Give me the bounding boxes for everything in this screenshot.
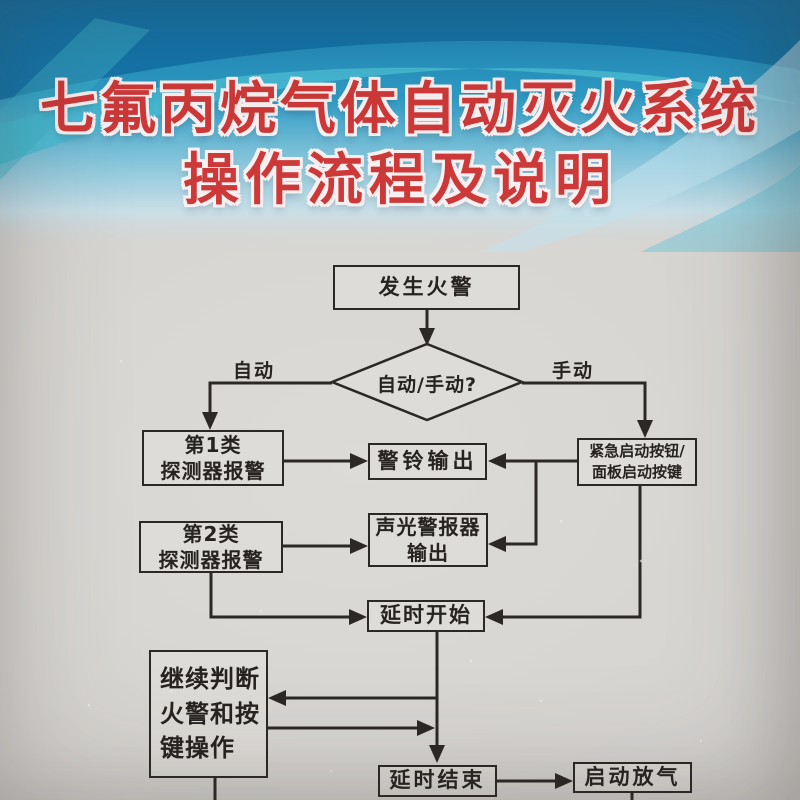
node-delay-start-label: 延时开始 [380, 603, 472, 628]
node-detector-type2-label: 第2类 探测器报警 [158, 521, 264, 572]
connector-continue-to-loop [268, 720, 435, 736]
header-cyan-wave [0, 67, 800, 165]
header-left-streak [0, 18, 150, 180]
node-emergency-start-button-label: 紧急启动按钮/ 面板启动按键 [589, 442, 685, 481]
connector-decision-to-emergency [522, 381, 653, 438]
node-continue-judge: 继续判断 火警和按 键操作 [149, 650, 268, 778]
node-decision-label: 自动/手动? [377, 374, 477, 396]
connector-emergency-to-sound [488, 461, 538, 552]
node-alarm-bell-output: 警铃输出 [368, 443, 487, 480]
node-detector-type1-label: 第1类 探测器报警 [160, 432, 266, 483]
connector-fire-to-decision [419, 310, 435, 346]
node-start-gas-release: 启动放气 [573, 762, 692, 793]
connector-delay-end-to-release [497, 773, 573, 789]
node-delay-start: 延时开始 [367, 600, 485, 632]
node-detector-type1: 第1类 探测器报警 [142, 430, 284, 486]
branch-label-auto: 自动 [233, 360, 276, 382]
node-sound-light-alarm-output: 声光警报器 输出 [368, 513, 488, 567]
poster-title-line2: 操作流程及说明 [183, 148, 617, 213]
node-delay-end-label: 延时结束 [389, 768, 486, 793]
header-wave-art [0, 0, 800, 252]
header-right-cyan-sweep [640, 165, 800, 252]
node-alarm-bell-output-label: 警铃输出 [377, 448, 478, 473]
connector-emergency-to-delay-start [485, 486, 642, 625]
node-fire-alarm: 发生火警 [333, 265, 520, 310]
connector-emergency-to-bell [488, 453, 577, 469]
node-emergency-start-button: 紧急启动按钮/ 面板启动按键 [577, 438, 697, 486]
connector-det2-to-sound [283, 538, 368, 554]
poster-title-line1: 七氟丙烷气体自动灭火系统 [40, 77, 760, 142]
node-continue-judge-label: 继续判断 火警和按 键操作 [160, 664, 260, 763]
connector-loop-to-continue [268, 690, 437, 706]
node-start-gas-release-label: 启动放气 [584, 764, 681, 789]
node-delay-end: 延时结束 [378, 765, 497, 797]
node-sound-light-alarm-output-label: 声光警报器 输出 [375, 514, 481, 565]
connector-delay-start-to-delay-end [429, 632, 445, 763]
node-fire-alarm-label: 发生火警 [378, 274, 475, 299]
branch-label-manual: 手动 [552, 360, 595, 382]
connector-det1-to-bell [284, 453, 368, 469]
connector-decision-to-det1 [202, 381, 332, 430]
header-dark-band [0, 0, 800, 100]
node-detector-type2: 第2类 探测器报警 [139, 521, 283, 573]
header-right-pale-streak [480, 40, 800, 252]
connector-det2-to-delay-start [209, 573, 367, 625]
